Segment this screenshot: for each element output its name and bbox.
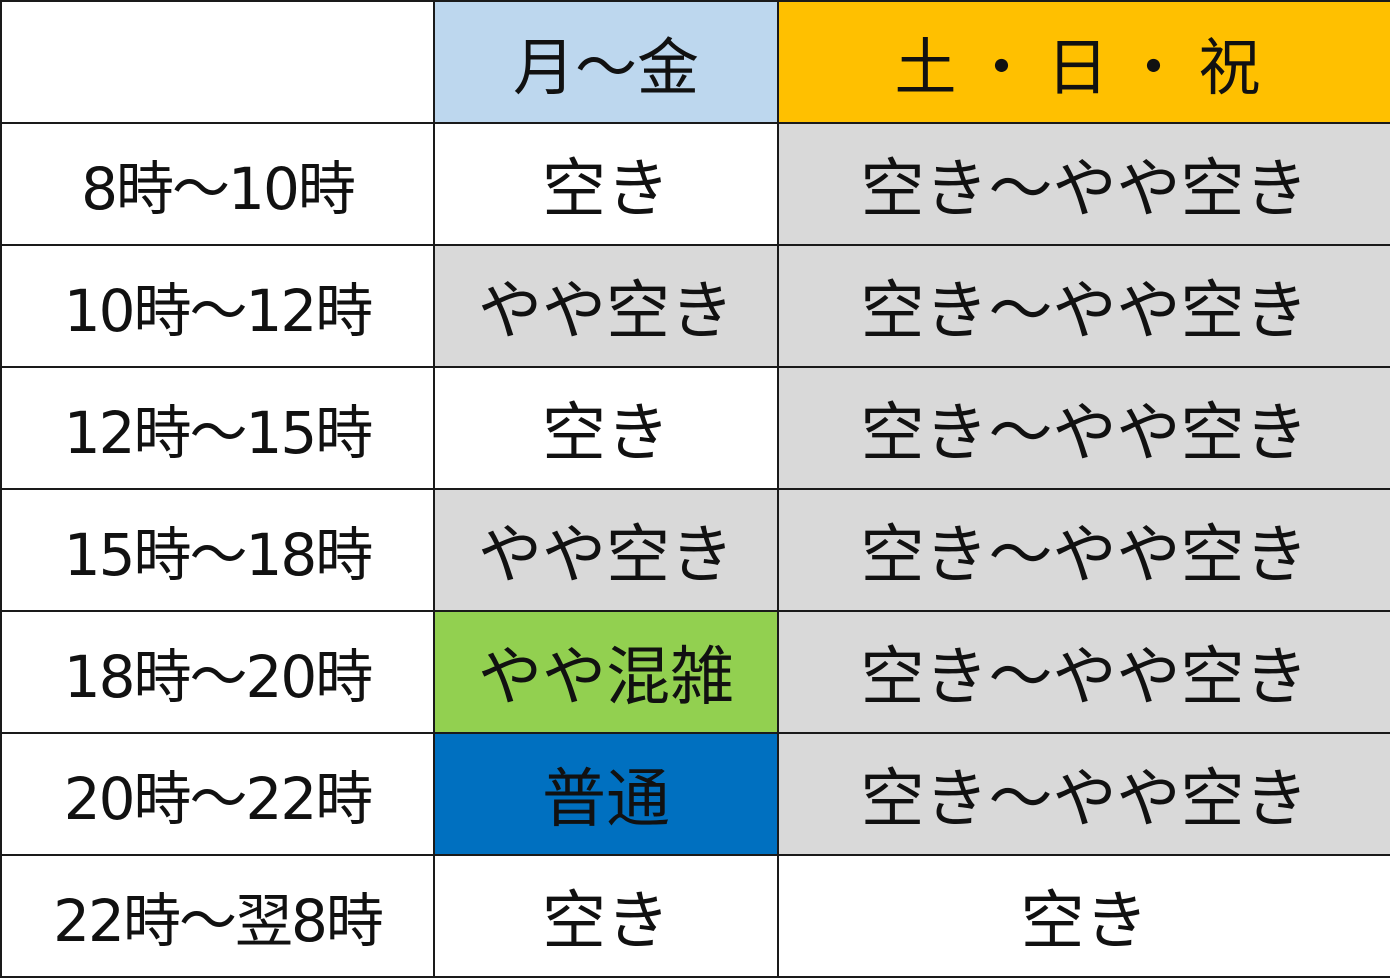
weekday-cell: 空き: [433, 122, 779, 246]
weekday-cell: やや空き: [433, 244, 779, 368]
weekday-cell: 普通: [433, 732, 779, 856]
weekend-cell: 空き～やや空き: [777, 122, 1390, 246]
weekend-cell: 空き～やや空き: [777, 488, 1390, 612]
weekday-cell: 空き: [433, 854, 779, 978]
time-cell: 12時～15時: [0, 366, 435, 490]
table-row: 18時～20時 やや混雑 空き～やや空き: [0, 610, 1390, 734]
weekday-cell: 空き: [433, 366, 779, 490]
corner-cell: [0, 0, 435, 124]
time-cell: 20時～22時: [0, 732, 435, 856]
weekend-header: 土・日・祝: [777, 0, 1390, 124]
weekend-cell: 空き～やや空き: [777, 366, 1390, 490]
weekend-cell: 空き～やや空き: [777, 244, 1390, 368]
weekday-cell: やや混雑: [433, 610, 779, 734]
table-row: 15時～18時 やや空き 空き～やや空き: [0, 488, 1390, 612]
table-row: 12時～15時 空き 空き～やや空き: [0, 366, 1390, 490]
time-cell: 10時～12時: [0, 244, 435, 368]
time-cell: 22時～翌8時: [0, 854, 435, 978]
time-cell: 15時～18時: [0, 488, 435, 612]
weekday-cell: やや空き: [433, 488, 779, 612]
header-row: 月～金 土・日・祝: [0, 0, 1390, 124]
time-cell: 18時～20時: [0, 610, 435, 734]
weekday-header: 月～金: [433, 0, 779, 124]
table-row: 22時～翌8時 空き 空き: [0, 854, 1390, 978]
table-row: 20時～22時 普通 空き～やや空き: [0, 732, 1390, 856]
table-row: 10時～12時 やや空き 空き～やや空き: [0, 244, 1390, 368]
weekend-cell: 空き～やや空き: [777, 610, 1390, 734]
weekend-cell: 空き～やや空き: [777, 732, 1390, 856]
time-cell: 8時～10時: [0, 122, 435, 246]
weekend-cell: 空き: [777, 854, 1390, 978]
table-row: 8時～10時 空き 空き～やや空き: [0, 122, 1390, 246]
